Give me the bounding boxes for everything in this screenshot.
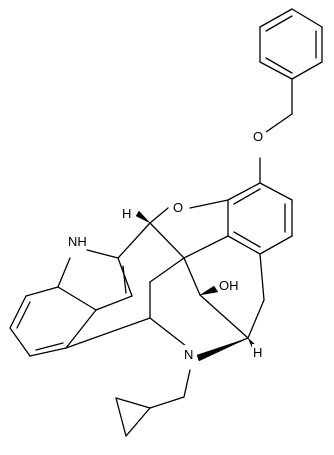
furan-bridge [149,199,229,224]
svg-text:O: O [253,129,263,144]
atom-label-h-upper: H [121,205,133,221]
benzyl-phenyl-ring [259,8,323,80]
morphinan-core [117,222,265,357]
wedge-bond-n [196,337,249,362]
atom-label-o-ether: O [252,127,266,144]
wedge-bond-upper-h [135,210,151,224]
wedge-bond-oh [199,285,219,296]
cyclopropylmethyl [115,369,191,437]
svg-text:H: H [253,345,262,360]
atom-label-nh: NH [66,232,92,249]
atom-label-n: N [183,345,197,362]
svg-text:H: H [122,206,131,221]
svg-text:OH: OH [219,278,239,293]
atom-label-o-ring: O [172,198,186,215]
svg-text:N: N [184,347,193,362]
svg-text:O: O [173,200,183,215]
atom-label-h-lower: H [252,344,264,360]
benzyl-linker [265,78,293,133]
aromatic-a-ring [227,157,293,255]
atom-label-oh: OH [218,276,242,293]
svg-text:NH: NH [68,234,87,249]
indole-system [9,249,151,357]
